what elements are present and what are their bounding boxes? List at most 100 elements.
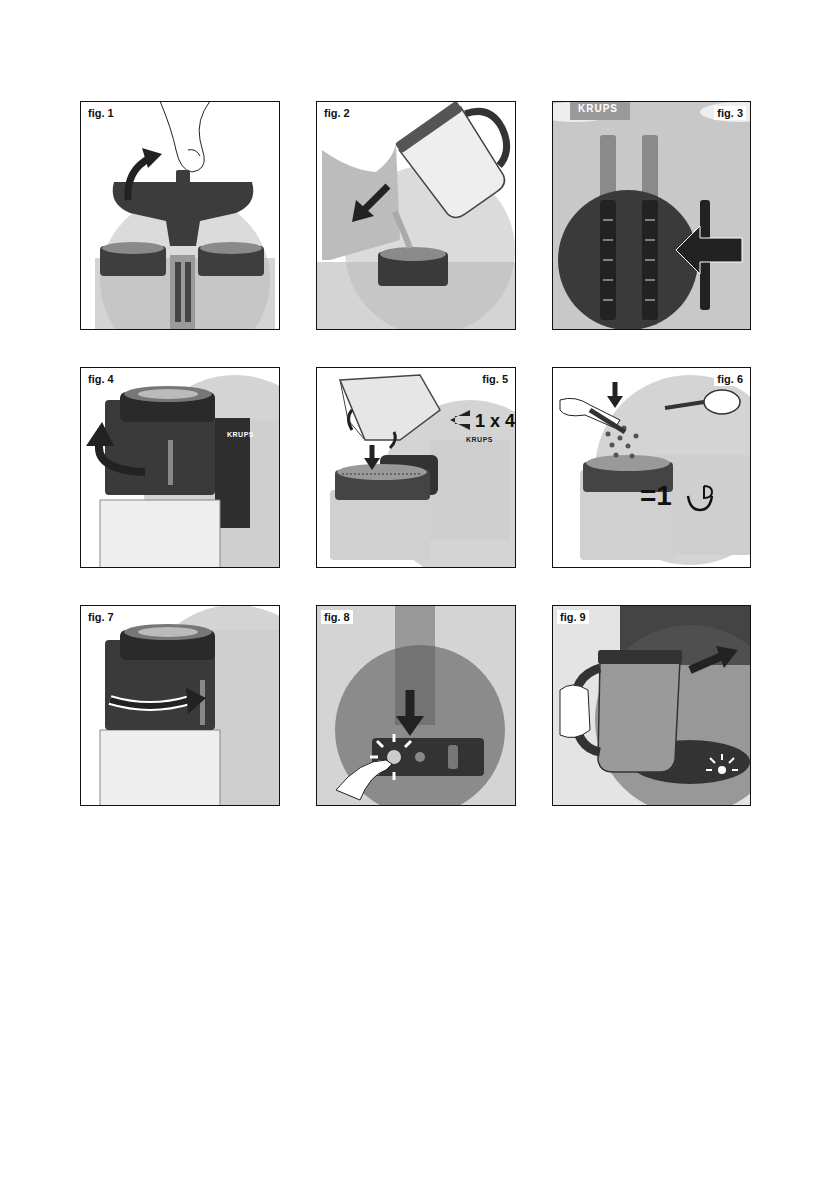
illustration-shape (645, 280, 655, 281)
illustration-shape (395, 101, 516, 224)
illustration-shape (645, 240, 655, 241)
illustration-shape (704, 486, 712, 498)
illustration-shape (729, 758, 734, 763)
illustration-shape (100, 500, 220, 568)
illustration-shape (168, 440, 173, 485)
illustration-shape (337, 464, 427, 480)
illustration-shape (138, 627, 198, 637)
illustration-shape (590, 410, 625, 432)
figure-panel: fig. 4 (80, 367, 280, 568)
illustration-shape (377, 741, 383, 747)
illustration-shape (138, 389, 198, 399)
illustration-shape (113, 182, 254, 246)
illustration-shape (405, 741, 411, 747)
illustration-shape (170, 255, 195, 330)
illustration-shape (552, 101, 751, 330)
illustration-shape (188, 150, 200, 156)
illustration-shape (316, 101, 516, 330)
figure-panel: fig. 6 (552, 367, 751, 568)
illustration-shape (645, 300, 655, 301)
figure-label: fig. 3 (714, 106, 746, 120)
illustration-shape (558, 190, 698, 330)
figure-panel: fig. 3 (552, 101, 751, 330)
illustration-shape (142, 148, 162, 168)
illustration-shape (342, 473, 422, 475)
figure-panel: fig. 9 (552, 605, 751, 806)
illustration-shape (704, 390, 740, 414)
figure-label: fig. 4 (85, 372, 117, 386)
illustration-shape (335, 645, 505, 806)
figure-label: fig. 6 (714, 372, 746, 386)
illustration-shape (665, 402, 704, 408)
illustration-shape (607, 396, 623, 408)
figure-panel: fig. 1 (80, 101, 280, 330)
illustration-shape (160, 101, 210, 172)
illustration-shape (732, 769, 738, 771)
illustration-shape (716, 646, 738, 668)
illustration-shape (603, 240, 613, 241)
brand-name: KRUPS (578, 104, 618, 114)
brand-name: KRUPS (227, 431, 254, 438)
illustration-shape (100, 730, 220, 806)
illustration-shape (610, 443, 615, 448)
illustration-shape (642, 135, 658, 325)
measure-count: =1 (640, 482, 672, 510)
illustration-shape (100, 605, 280, 806)
illustration-shape (393, 734, 396, 742)
illustration-shape (340, 375, 440, 440)
illustration-shape (399, 107, 512, 224)
illustration-shape (176, 170, 190, 184)
illustration-shape (676, 226, 742, 274)
illustration-shape (110, 700, 190, 706)
illustration-shape (186, 688, 206, 714)
illustration-shape (362, 186, 388, 212)
illustration-shape (598, 650, 682, 664)
illustration-shape (372, 738, 484, 776)
illustration-shape (552, 605, 751, 806)
figure-label: fig. 8 (321, 610, 353, 624)
figure-label: fig. 5 (479, 372, 511, 386)
illustration-shape (560, 375, 751, 565)
illustration-shape (464, 101, 516, 166)
illustration-shape (86, 422, 114, 446)
illustration-shape (613, 382, 618, 398)
illustration-shape (393, 772, 396, 780)
illustration-shape (430, 440, 510, 540)
illustration-shape (700, 102, 751, 122)
figure-panel: fig. 7 (80, 605, 280, 806)
figure-panel: fig. 5 (316, 367, 516, 568)
illustration-shape (570, 101, 630, 120)
illustration-shape (614, 453, 619, 458)
illustration-shape (86, 375, 280, 568)
figure-label: fig. 1 (85, 106, 117, 120)
illustration-shape (552, 101, 751, 330)
illustration-shape (200, 242, 262, 254)
illustration-shape (124, 624, 212, 640)
illustration-shape (175, 262, 181, 322)
illustration-shape (395, 212, 410, 248)
figure-label: fig. 9 (557, 610, 589, 624)
figure-label: fig. 2 (321, 106, 353, 120)
illustration-shape (406, 690, 415, 720)
illustration-shape (606, 432, 611, 437)
illustration-shape (645, 220, 655, 221)
illustration-shape (448, 745, 458, 769)
illustration-shape (364, 458, 380, 470)
illustration-shape (349, 410, 353, 430)
illustration-shape (316, 605, 516, 806)
illustration-shape (645, 260, 655, 261)
illustration-shape (370, 756, 378, 759)
illustration-shape (603, 220, 613, 221)
illustration-shape (330, 375, 516, 568)
illustration-shape (450, 410, 470, 430)
illustration-shape (634, 434, 639, 439)
illustration-shape (721, 754, 723, 760)
illustration-shape (185, 262, 191, 322)
illustration-shape (626, 444, 631, 449)
filter-size: 1 x 4 (475, 412, 515, 430)
illustration-shape (718, 766, 726, 774)
illustration-shape (600, 200, 616, 320)
illustration-shape (340, 380, 365, 440)
